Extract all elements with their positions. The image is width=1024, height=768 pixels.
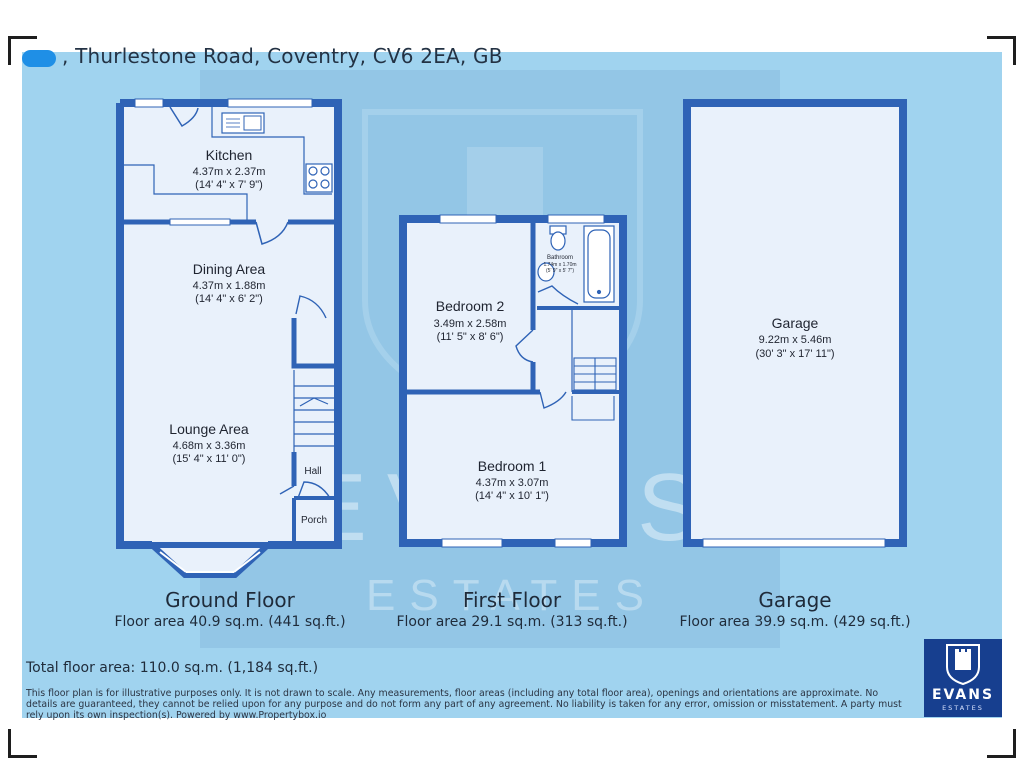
dining-label: Dining Area [193,261,266,277]
kitchen-metric: 4.37m x 2.37m [193,166,266,178]
lounge-label: Lounge Area [169,421,249,437]
first-floor-stairs-icon [571,357,617,421]
hall-label: Hall [304,466,321,477]
kitchen-sink-icon [221,112,265,134]
property-address: , Thurlestone Road, Coventry, CV6 2EA, G… [62,44,503,68]
ground-floor-plan: Kitchen 4.37m x 2.37m (14' 4" x 7' 9") D… [116,98,342,578]
bedroom2-window [439,214,497,224]
first-floor-area: Floor area 29.1 sq.m. (313 sq.ft.) [396,614,628,630]
kitchen-worktop-lower [124,164,248,220]
porch-label: Porch [301,515,327,526]
porch-door [297,481,331,499]
bathroom-door [537,285,579,305]
bathroom-imperial: (5' 9" x 5' 7") [546,268,574,274]
first-floor-outer-wall [399,215,627,547]
redacted-house-number [22,50,56,67]
bedroom1-window-left [441,538,503,548]
kitchen-imperial: (14' 4" x 7' 9") [195,179,263,191]
bathroom-window [547,214,605,224]
basin-icon [537,262,555,282]
under-stairs-cupboard-wall [291,318,334,369]
bedroom1-imperial: (14' 4" x 10' 1") [475,490,549,502]
ground-floor-stairs-icon [293,370,334,452]
bedroom1-metric: 4.37m x 3.07m [476,477,549,489]
garage-interior [687,103,903,543]
garage-door [702,538,886,548]
frame-corner-bottom-right [987,729,1016,758]
dining-imperial: (14' 4" x 6' 2") [195,293,263,305]
disclaimer-text: This floor plan is for illustrative purp… [26,688,902,721]
kitchen-worktop [211,107,332,195]
bedroom1-door [539,391,567,409]
bedroom1-label: Bedroom 1 [478,458,547,474]
bathroom-metric: 1.74m x 1.70m [543,262,576,268]
logo-wordmark: EVANS [931,687,995,703]
bedroom2-metric: 3.49m x 2.58m [434,318,507,330]
lounge-metric: 4.68m x 3.36m [173,440,246,452]
kitchen-hob-icon [305,163,333,193]
kitchen-label: Kitchen [206,147,253,163]
ground-floor-area: Floor area 40.9 sq.m. (441 sq.ft.) [114,614,346,630]
frame-corner-top-right [987,36,1016,65]
total-floor-area: Total floor area: 110.0 sq.m. (1,184 sq.… [26,660,319,676]
bedroom2-label: Bedroom 2 [436,298,505,314]
logo-subtitle: ESTATES [942,704,984,712]
bedroom2-imperial: (11' 5" x 8' 6") [437,331,504,343]
watermark-sub: ESTATES [366,571,658,620]
first-floor-title: First Floor [462,588,562,612]
bedroom2-door [515,329,534,363]
bathroom-label: Bathroom [547,255,573,261]
garage-title: Garage [758,588,832,612]
garage-plan: Garage 9.22m x 5.46m (30' 3" x 17' 11") [683,99,907,548]
ground-floor-interior [120,103,338,545]
kitchen-window-right [227,98,313,108]
toilet-icon [549,225,567,251]
ground-floor-title: Ground Floor [165,588,295,612]
frame-corner-top-left [8,36,37,65]
bath-icon [583,225,615,303]
garage-label: Garage [772,315,819,331]
bedroom1-window-right [554,538,592,548]
evans-estates-logo: EVANS ESTATES [924,639,1002,717]
kitchen-window-left [134,98,164,108]
garage-area: Floor area 39.9 sq.m. (429 sq.ft.) [679,614,911,630]
dining-metric: 4.37m x 1.88m [193,280,266,292]
kitchen-door [255,221,289,245]
crest-icon [946,644,980,686]
garage-imperial: (30' 3" x 17' 11") [755,348,834,360]
frame-corner-bottom-left [8,729,37,758]
garage-metric: 9.22m x 5.46m [759,334,832,346]
first-floor-plan: Bathroom 1.74m x 1.70m (5' 9" x 5' 7") B… [399,214,627,548]
kitchen-back-door [169,106,199,128]
cupboard-door [295,295,327,319]
lounge-imperial: (15' 4" x 11' 0") [173,453,246,465]
